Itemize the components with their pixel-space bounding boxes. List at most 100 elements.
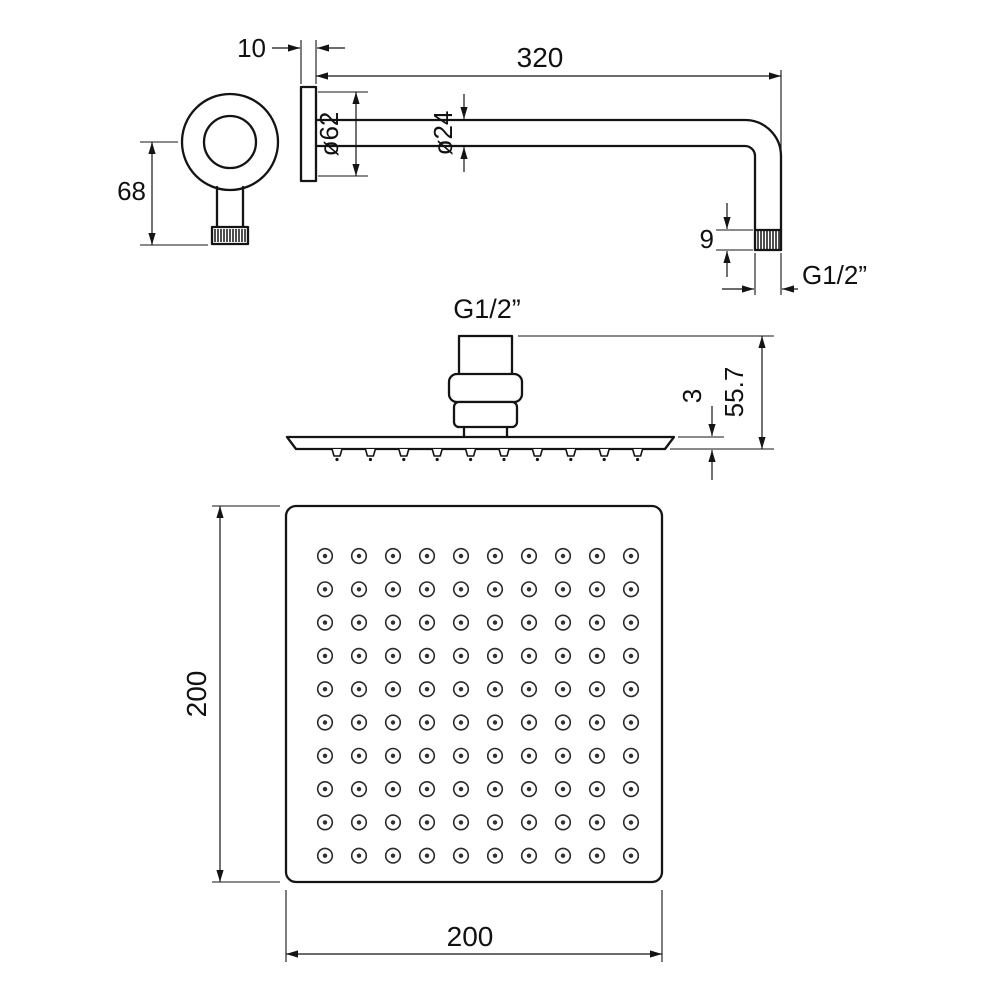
flange-pipe [215,185,245,229]
dim-arm-length: 320 [316,42,782,152]
flange-thread-hatch [214,229,246,242]
side-nozzle-tip [602,457,606,462]
arm-thread-spec-label: G1/2” [802,260,867,290]
dim-62-label: ø62 [314,112,344,157]
nozzle-dot [424,786,430,792]
arm-thread-edges [753,228,783,252]
nozzle-dot [458,753,464,758]
nozzle-dot [458,587,464,592]
nozzle-dot [424,620,430,625]
nozzle-dot [458,620,464,625]
nozzle-dot [356,553,362,559]
nozzle-dot [356,853,362,858]
dim-200h-label: 200 [181,671,212,718]
nozzle-dot [322,620,328,625]
dim-flange-diameter: ø62 [314,91,368,177]
nozzle-dot [458,820,464,825]
nozzle-dot [322,820,328,825]
side-nozzle-tip [502,457,506,462]
nozzle-dot [322,786,328,792]
nozzle-dot [458,720,464,725]
nozzle-dot [526,753,532,758]
nozzle-dot [492,653,498,659]
nozzle-dot [492,620,498,625]
nozzle-dot [526,853,532,858]
head-thread-spec-label: G1/2” [453,294,521,324]
arm-thread-hatch [757,231,780,249]
nozzle-dot [424,753,430,758]
side-nozzle-tip [569,457,573,462]
dim-10-label: 10 [237,33,266,63]
dim-557-label: 55.7 [719,367,749,418]
nozzle-dot [560,587,566,592]
dim-head-height: 200 [181,505,280,883]
side-nozzle-tip [469,457,473,462]
nozzle-dot [628,786,634,792]
nozzle-dot [390,786,396,792]
dim-wall-plate-thickness: 10 [237,33,345,84]
nozzle-dot [628,620,634,625]
dim-62-extension-lines [318,91,368,177]
side-nozzle [464,448,477,457]
nozzle-dot [526,620,532,625]
nozzle-dot [628,720,634,725]
dim-head-total-height: 55.7 [518,335,774,450]
arm-tube-inner [314,144,757,252]
nozzle-dot [390,687,396,692]
dim-arm-thread-spec: G1/2” [722,253,867,295]
side-nozzle-tip [636,457,640,462]
nozzle-dot [458,853,464,858]
nozzle-dot [594,853,600,858]
side-nozzle [364,448,377,457]
arm-flange-front-view [180,92,280,246]
dim-10-extension-lines [300,40,317,84]
nozzle-dot [492,753,498,758]
nozzle-dot [390,653,396,659]
nozzle-dot [322,653,328,659]
nozzle-dot [560,753,566,758]
dim-arm-diameter: ø24 [428,94,468,172]
nozzle-dot [390,753,396,758]
wall-plate [299,85,318,183]
side-nozzle [598,448,610,457]
nozzle-dot [628,587,634,592]
nozzle-dot [526,786,532,792]
nozzle-dot [628,553,634,559]
nozzle-dot [424,687,430,692]
nozzle-dot [594,553,600,559]
nozzle-dot [356,587,362,592]
side-nozzle [531,448,544,457]
nozzle-dot [492,820,498,825]
nozzle-dot [560,853,566,858]
dim-9-extension-lines [716,229,753,251]
nozzle-dot [560,720,566,725]
head-face-outline [284,504,664,884]
nozzle-dot [322,853,328,858]
nozzle-dot [594,653,600,659]
side-nozzle-tip [535,457,540,462]
nozzle-dot [594,720,600,725]
side-nozzle [565,448,577,457]
nozzle-dot [526,653,532,659]
nozzle-dot [492,687,498,692]
nozzle-dot [594,820,600,825]
nozzle-dot [424,653,430,659]
side-nozzle-tip [368,457,372,462]
nozzle-dot [492,587,498,592]
dim-200h-extension-lines [212,505,280,883]
arm-tube-outer [314,118,783,252]
dim-320-label: 320 [517,42,564,73]
nozzle-grid [316,547,640,864]
nozzle-dot [356,653,362,659]
nozzle-dot [390,620,396,625]
side-nozzle-tip [335,457,339,462]
nozzle-dot [492,553,498,559]
nozzle-dot [628,820,634,825]
nozzle-dot [492,720,498,725]
nozzle-dot [356,786,362,792]
nozzle-dot [458,687,464,692]
nozzle-dot [560,820,566,825]
side-nozzle [398,448,410,457]
nozzle-dot [356,720,362,725]
